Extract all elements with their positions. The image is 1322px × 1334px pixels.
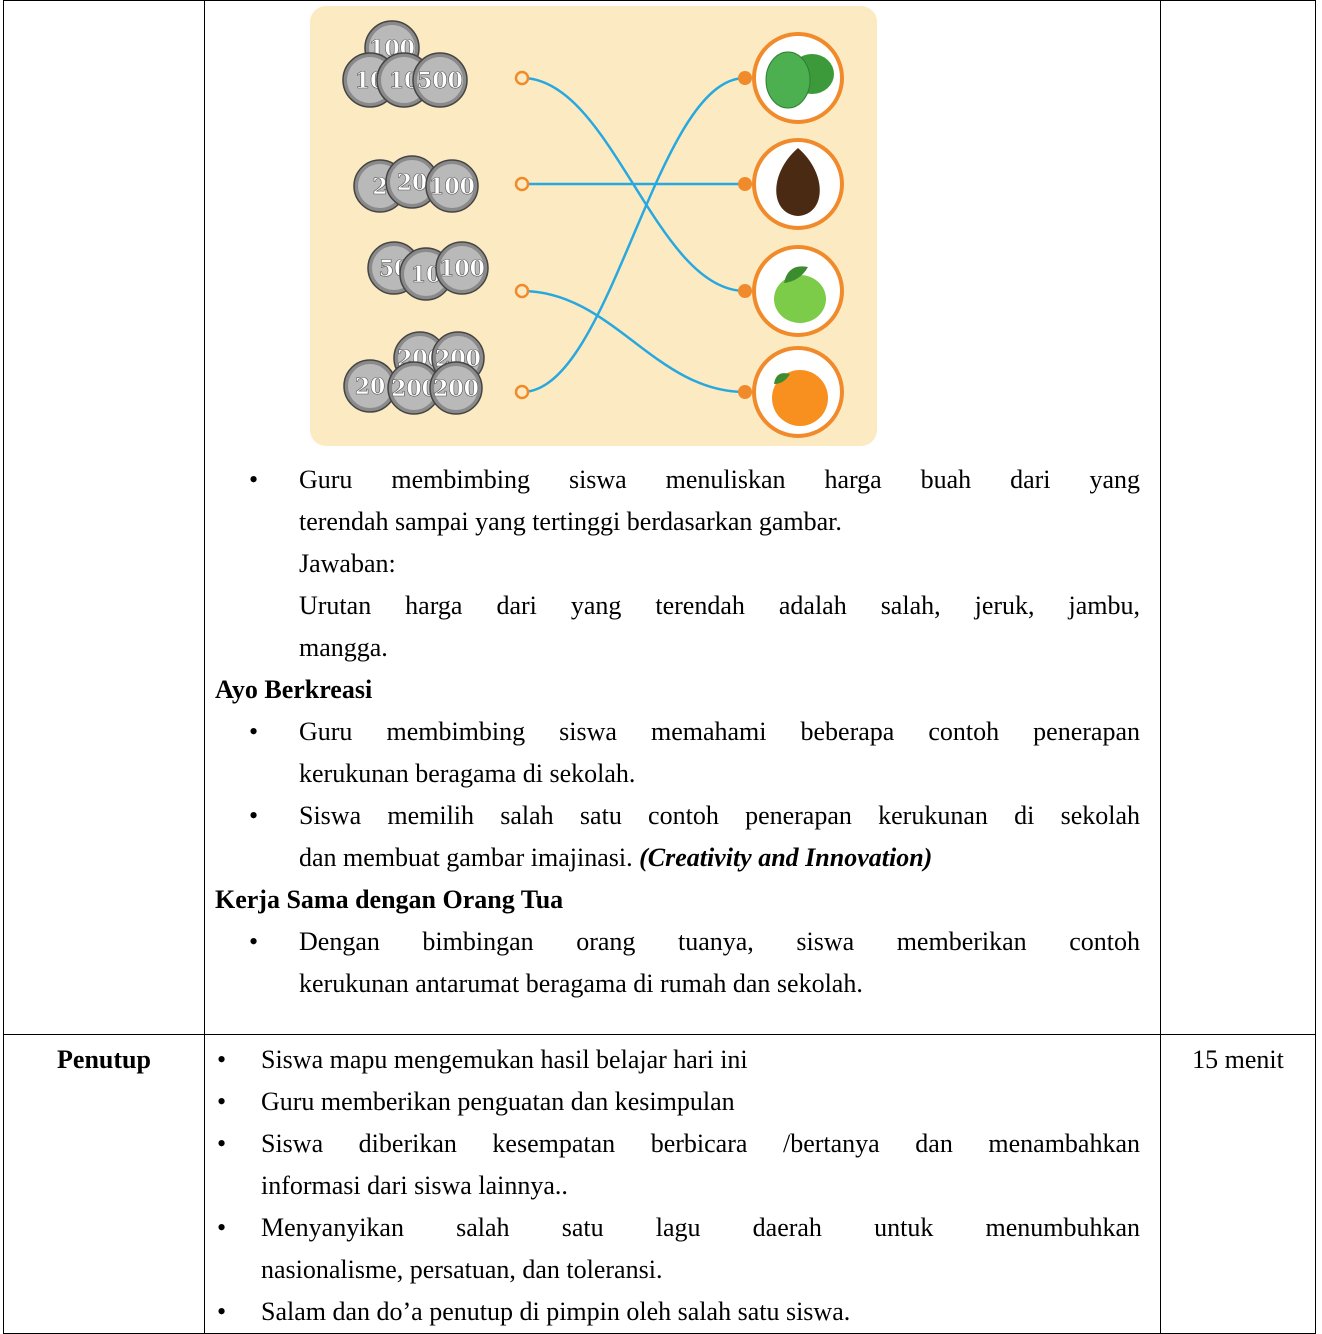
- stage-label: Penutup: [57, 1045, 151, 1074]
- mango-icon: [752, 32, 844, 124]
- text-line: terendah sampai yang tertinggi berdasark…: [299, 507, 842, 536]
- stage-label-cell: Penutup: [3, 1034, 205, 1334]
- time-cell: 15 menit: [1160, 1034, 1316, 1334]
- emphasis-text: (Creativity and Innovation): [639, 843, 933, 872]
- penutup-row: Penutup Siswa mapu mengemukan hasil bela…: [3, 1034, 1316, 1334]
- bullet-item: Menyanyikan salah satu lagu daerah untuk…: [217, 1207, 1160, 1291]
- right-connector-dot: [738, 385, 752, 399]
- left-connector-dot: [514, 70, 530, 86]
- coin-face: [348, 364, 392, 408]
- bullet-item: Guru membimbing siswa memahami beberapa …: [205, 711, 1160, 795]
- bullet-item: Dengan bimbingan orang tuanya, siswa mem…: [205, 921, 1160, 1005]
- coin-icon: 100: [425, 159, 479, 213]
- text-line: nasionalisme, persatuan, dan toleransi.: [261, 1255, 663, 1284]
- time-cell-empty: [1160, 0, 1316, 1035]
- answer-text: mangga.: [299, 633, 388, 662]
- text-line: Siswa diberikan kesempatan berbicara /be…: [261, 1129, 1140, 1158]
- right-connector-dot: [738, 71, 752, 85]
- text-line: kerukunan antarumat beragama di rumah da…: [299, 969, 863, 998]
- bullet-item: Guru memberikan penguatan dan kesimpulan: [217, 1081, 1160, 1123]
- coin-value: 100: [429, 174, 475, 200]
- text-line: Siswa memilih salah satu contoh penerapa…: [299, 801, 1140, 830]
- salak-icon: [752, 138, 844, 230]
- guava-body: [774, 275, 826, 323]
- left-connector-dot: [514, 283, 530, 299]
- guava-icon: [752, 245, 844, 337]
- stage-label-cell-empty: [3, 0, 205, 1035]
- text-line: informasi dari siswa lainnya..: [261, 1171, 568, 1200]
- coin-value: 500: [417, 68, 463, 94]
- answer-text: Urutan harga dari yang terendah adalah s…: [299, 591, 1140, 620]
- coin-value: 2: [372, 174, 387, 200]
- leaf: [784, 266, 808, 283]
- left-connector-dot: [514, 384, 530, 400]
- text-line: Guru membimbing siswa menuliskan harga b…: [299, 465, 1140, 494]
- left-connector-dot: [514, 176, 530, 192]
- connection-line: [521, 76, 746, 394]
- right-connector-dot: [738, 284, 752, 298]
- coin-face: [430, 164, 474, 208]
- bullet-item: Salam dan do’a penutup di pimpin oleh sa…: [217, 1291, 1160, 1333]
- orange-body: [772, 370, 828, 426]
- bullet-item: Siswa diberikan kesempatan berbicara /be…: [217, 1123, 1160, 1207]
- duration-text: 15 menit: [1192, 1045, 1284, 1074]
- bullet-item: Siswa mapu mengemukan hasil belajar hari…: [217, 1039, 1160, 1081]
- salak-body: [776, 148, 820, 216]
- right-connector-dot: [738, 177, 752, 191]
- text-line: Dengan bimbingan orang tuanya, siswa mem…: [299, 927, 1140, 956]
- section-heading: Kerja Sama dengan Orang Tua: [215, 885, 564, 914]
- coin-icon: 500: [412, 52, 468, 108]
- coin-icon: 20: [343, 359, 397, 413]
- bullet-item: Siswa memilih salah satu contoh penerapa…: [205, 795, 1160, 879]
- coin-face: [392, 366, 436, 410]
- text-line: kerukunan beragama di sekolah.: [299, 759, 636, 788]
- text-line: dan membuat gambar imajinasi. (Creativit…: [299, 837, 1140, 879]
- bullet-item: Guru membimbing siswa menuliskan harga b…: [205, 459, 1160, 669]
- coin-face: [390, 160, 434, 204]
- text-span: dan membuat gambar imajinasi.: [299, 843, 633, 872]
- coin-value: 200: [433, 376, 479, 402]
- coin-face: [434, 366, 478, 410]
- text-line: Menyanyikan salah satu lagu daerah untuk…: [261, 1213, 1140, 1242]
- text-line: Guru membimbing siswa memahami beberapa …: [299, 717, 1140, 746]
- connection-line: [521, 289, 746, 394]
- coin-icon: 20: [385, 155, 439, 209]
- leaf: [774, 373, 790, 384]
- coin-value: 100: [439, 256, 485, 282]
- coin-face: [417, 57, 463, 103]
- coin-icon: 200: [387, 361, 441, 415]
- coin-icon: 200: [429, 361, 483, 415]
- coin-value: 20: [397, 170, 428, 196]
- activity-cell: Siswa mapu mengemukan hasil belajar hari…: [204, 1034, 1161, 1334]
- coin-face: [440, 246, 484, 290]
- orange-icon: [752, 346, 844, 438]
- mango-body: [765, 51, 811, 109]
- coin-value: 20: [355, 374, 386, 400]
- answer-label: Jawaban:: [299, 549, 396, 578]
- coin-icon: 100: [435, 241, 489, 295]
- section-heading: Ayo Berkreasi: [215, 675, 373, 704]
